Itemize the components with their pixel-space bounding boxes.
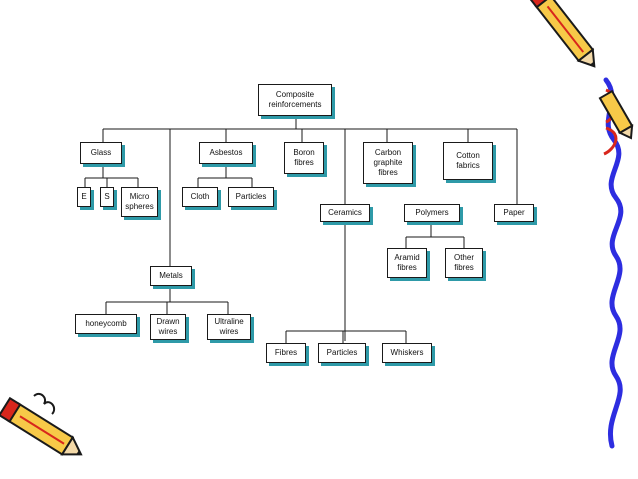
node-boron-fibres: Boron fibres: [284, 142, 324, 174]
node-drawn-wires: Drawn wires: [150, 314, 186, 340]
node-e: E: [77, 187, 91, 207]
node-cloth: Cloth: [182, 187, 218, 207]
node-paper: Paper: [494, 204, 534, 222]
pencil-icon: [598, 89, 634, 140]
node-particles-asbestos: Particles: [228, 187, 274, 207]
node-cotton-fabrics: Cotton fabrics: [443, 142, 493, 180]
pencil-icon: [0, 396, 83, 456]
node-s: S: [100, 187, 114, 207]
node-glass: Glass: [80, 142, 122, 164]
node-ultraline-wires: Ultraline wires: [207, 314, 251, 340]
node-other-fibres: Other fibres: [445, 248, 483, 278]
node-fibres: Fibres: [266, 343, 306, 363]
node-metals: Metals: [150, 266, 192, 286]
node-micro-spheres: Micro spheres: [121, 187, 158, 217]
node-carbon-graphite-fibres: Carbon graphite fibres: [363, 142, 413, 184]
pencil-icon: [529, 0, 596, 68]
node-honeycomb: honeycomb: [75, 314, 137, 334]
node-asbestos: Asbestos: [199, 142, 253, 164]
node-composite-reinforcements: Composite reinforcements: [258, 84, 332, 116]
squiggle-border: [603, 77, 624, 449]
node-aramid-fibres: Aramid fibres: [387, 248, 427, 278]
node-polymers: Polymers: [404, 204, 460, 222]
node-ceramics: Ceramics: [320, 204, 370, 222]
node-particles-ceramics: Particles: [318, 343, 366, 363]
node-whiskers: Whiskers: [382, 343, 432, 363]
